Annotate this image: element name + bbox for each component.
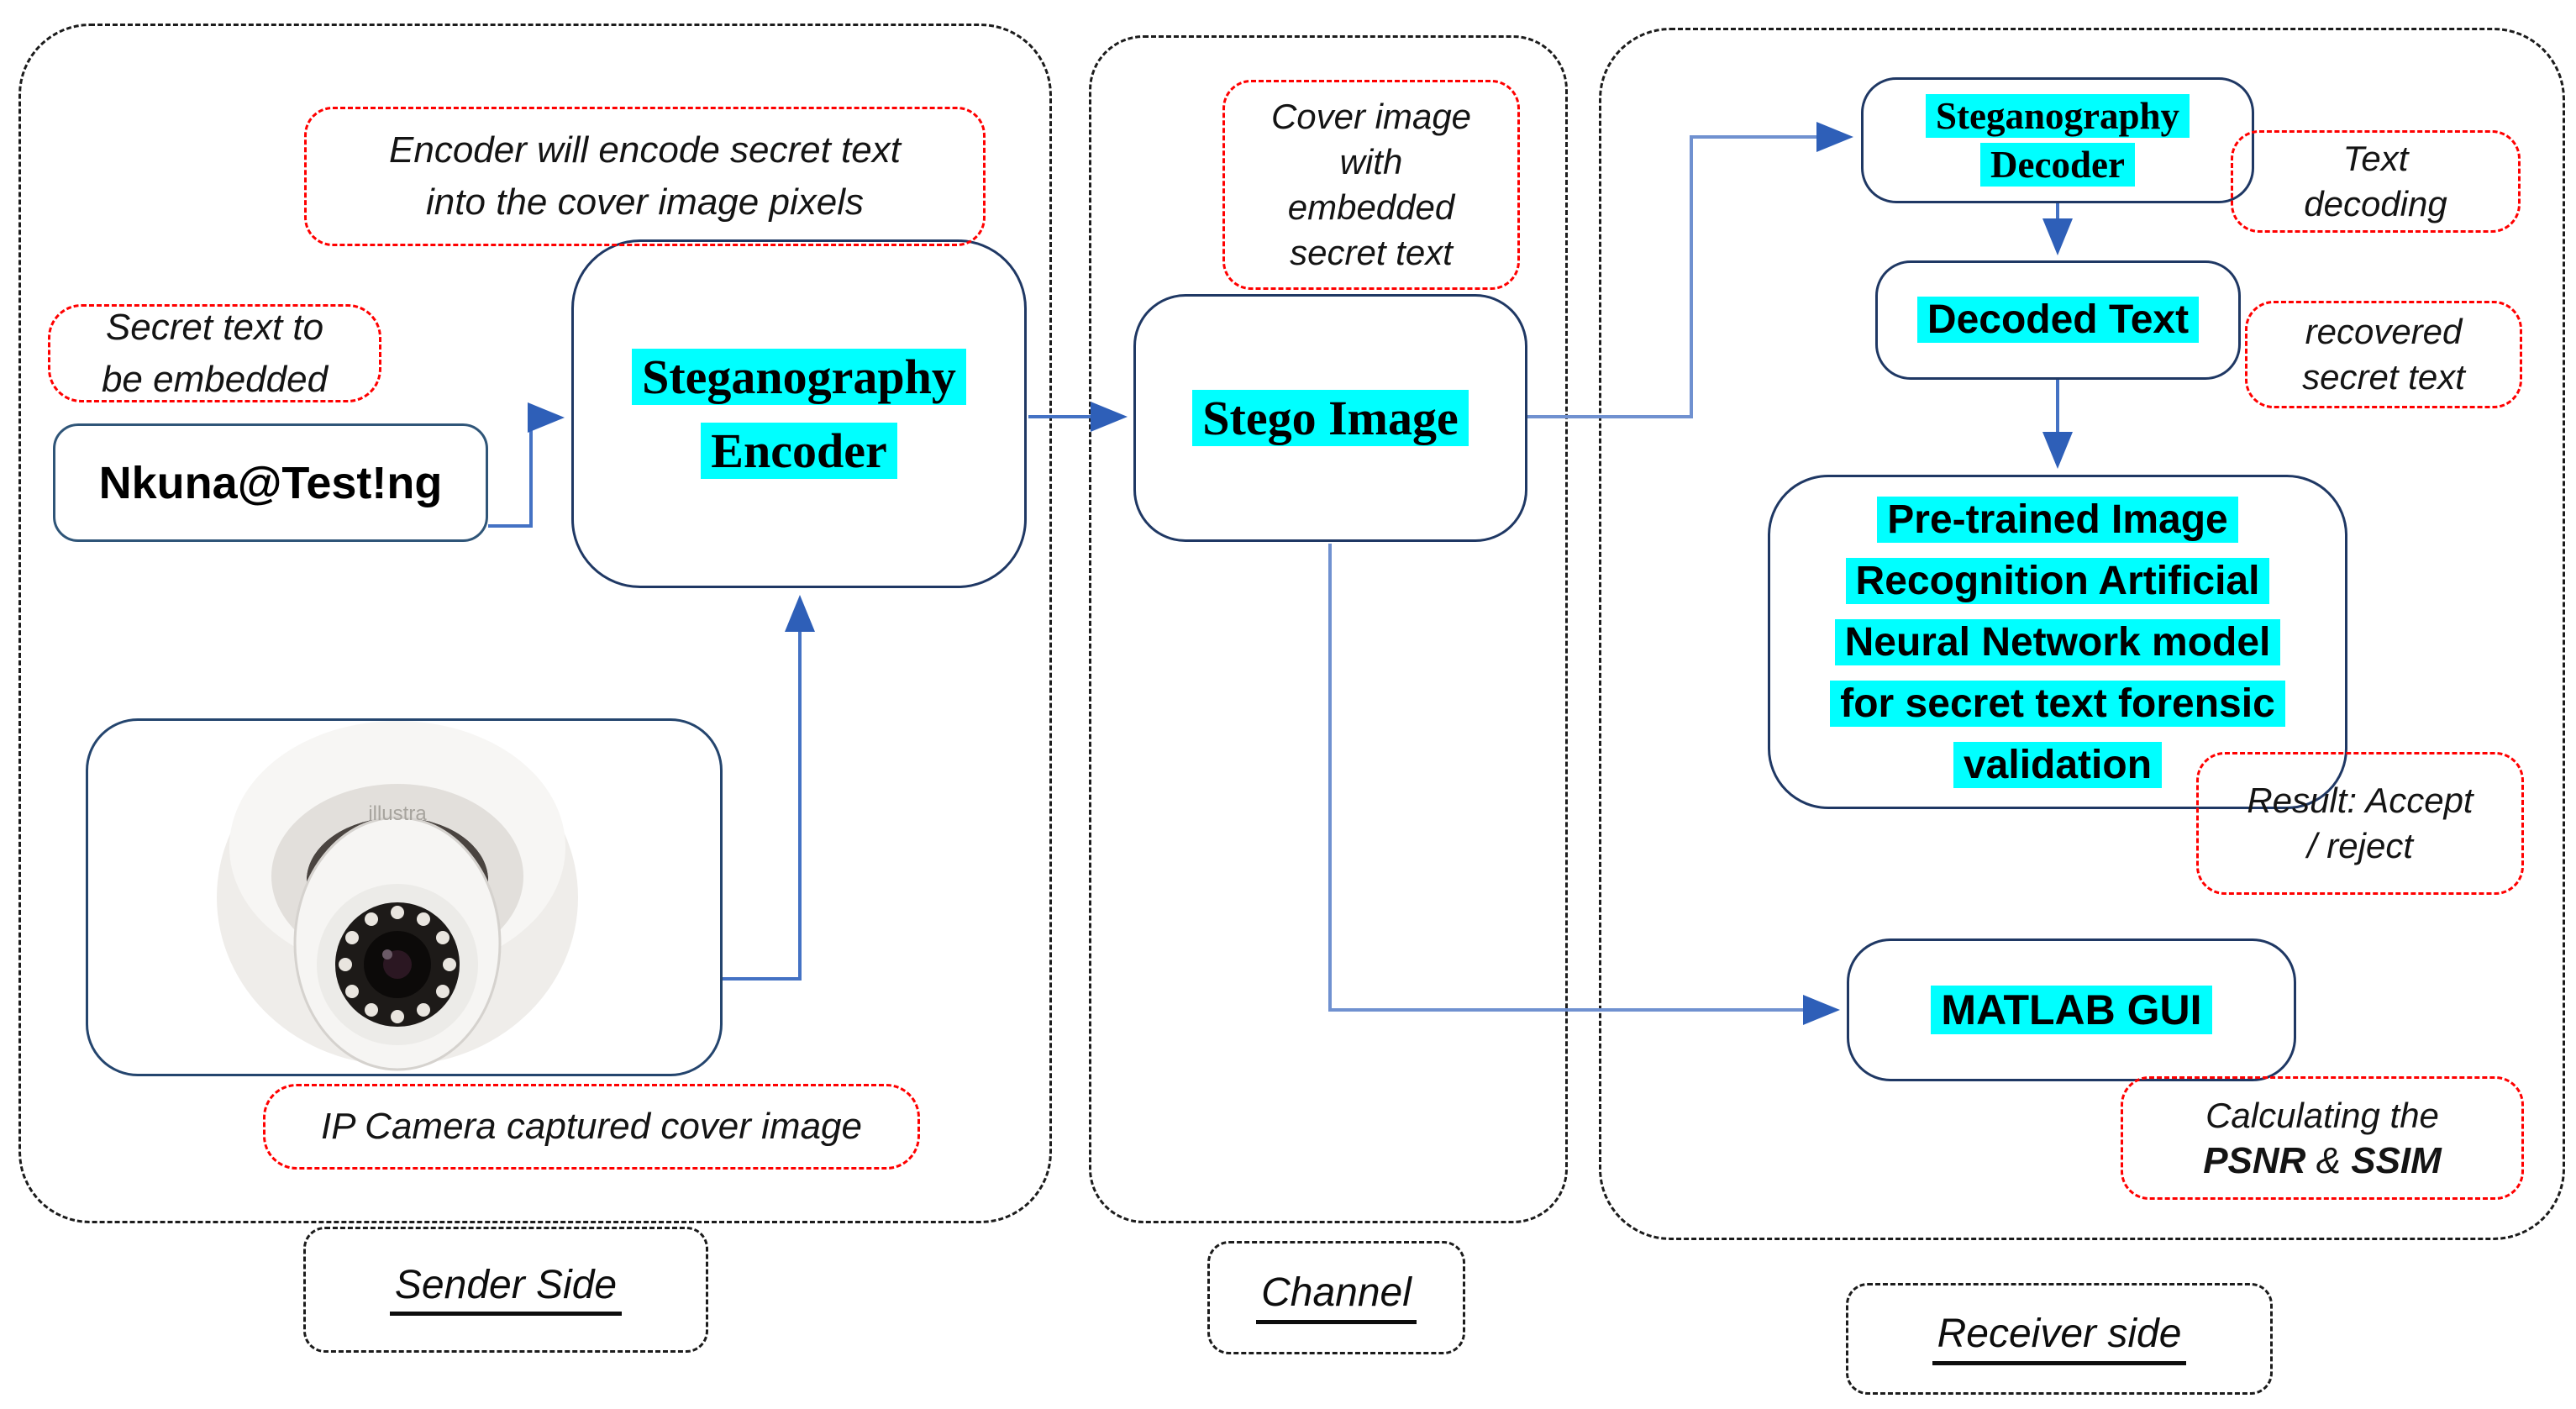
result-note-line: / reject xyxy=(2306,826,2414,865)
secret-text-note: Secret text to be embedded xyxy=(48,304,381,402)
secret-text-box: Nkuna@Test!ng xyxy=(53,423,488,542)
secret-text-value: Nkuna@Test!ng xyxy=(98,457,443,508)
encoder-label-line: Encoder xyxy=(701,422,897,479)
text-decoding-note: Text decoding xyxy=(2231,130,2521,233)
cover-image-note: Cover image with embedded secret text xyxy=(1222,80,1520,290)
decoded-text-label: Decoded Text xyxy=(1916,297,2200,343)
encoder-note-line: into the cover image pixels xyxy=(426,181,864,223)
cover-note-line: secret text xyxy=(1290,233,1453,272)
decoder-label-line: Steganography xyxy=(1925,94,2190,138)
ssim-text: SSIM xyxy=(2351,1139,2442,1181)
secret-note-line: Secret text to xyxy=(105,306,324,348)
channel-labelbox: Channel xyxy=(1207,1241,1465,1354)
recovered-text-note: recovered secret text xyxy=(2245,301,2522,408)
matlab-gui-label: MATLAB GUI xyxy=(1931,986,2212,1034)
receiver-side-labelbox: Receiver side xyxy=(1846,1283,2273,1395)
ip-camera-note: IP Camera captured cover image xyxy=(263,1084,920,1170)
recovered-note-line: secret text xyxy=(2302,357,2465,397)
decoded-text-box: Decoded Text xyxy=(1875,260,2241,380)
steganography-decoder-box: Steganography Decoder xyxy=(1861,77,2254,203)
pretrained-line: for secret text forensic xyxy=(1830,680,2285,727)
stego-image-box: Stego Image xyxy=(1133,294,1527,542)
recovered-note-line: recovered xyxy=(2305,312,2463,351)
calc-note-line2: PSNR & SSIM xyxy=(2203,1138,2442,1184)
pretrained-line: validation xyxy=(1953,741,2163,788)
ip-camera-image: illustra xyxy=(217,721,578,1071)
cover-note-line: embedded xyxy=(1287,187,1455,227)
result-note: Result: Accept / reject xyxy=(2196,752,2524,895)
encoder-label-line: Steganography xyxy=(632,348,966,405)
sender-side-label: Sender Side xyxy=(389,1263,623,1317)
channel-label: Channel xyxy=(1256,1270,1417,1324)
encoder-note: Encoder will encode secret text into the… xyxy=(304,107,986,246)
sender-side-labelbox: Sender Side xyxy=(303,1227,708,1353)
cover-image-box: illustra xyxy=(86,718,723,1076)
ip-camera-note-text: IP Camera captured cover image xyxy=(321,1106,862,1147)
pretrained-line: Recognition Artificial xyxy=(1845,557,2270,604)
pretrained-line: Pre-trained Image xyxy=(1877,496,2238,543)
sender-side-container xyxy=(18,24,1052,1223)
result-note-line: Result: Accept xyxy=(2247,781,2473,820)
matlab-gui-box: MATLAB GUI xyxy=(1847,938,2296,1081)
decoding-note-line: Text xyxy=(2342,139,2409,178)
cover-note-line: with xyxy=(1339,142,1403,181)
encoder-note-line: Encoder will encode secret text xyxy=(389,129,901,171)
stego-label: Stego Image xyxy=(1192,389,1469,446)
calc-note-line1: Calculating the xyxy=(2205,1095,2439,1135)
pretrained-ann-box: Pre-trained Image Recognition Artificial… xyxy=(1768,475,2347,809)
secret-note-line: be embedded xyxy=(101,358,329,400)
psnr-text: PSNR xyxy=(2203,1139,2306,1181)
decoding-note-line: decoding xyxy=(2304,184,2447,223)
pretrained-line: Neural Network model xyxy=(1834,618,2281,665)
camera-brand-text: illustra xyxy=(368,802,427,825)
steganography-encoder-box: Steganography Encoder xyxy=(571,239,1027,588)
decoder-label-line: Decoder xyxy=(1980,143,2135,187)
amp-text: & xyxy=(2305,1139,2352,1181)
cover-note-line: Cover image xyxy=(1270,97,1472,136)
receiver-side-label: Receiver side xyxy=(1932,1312,2187,1365)
calculating-note: Calculating the PSNR & SSIM xyxy=(2121,1076,2524,1200)
